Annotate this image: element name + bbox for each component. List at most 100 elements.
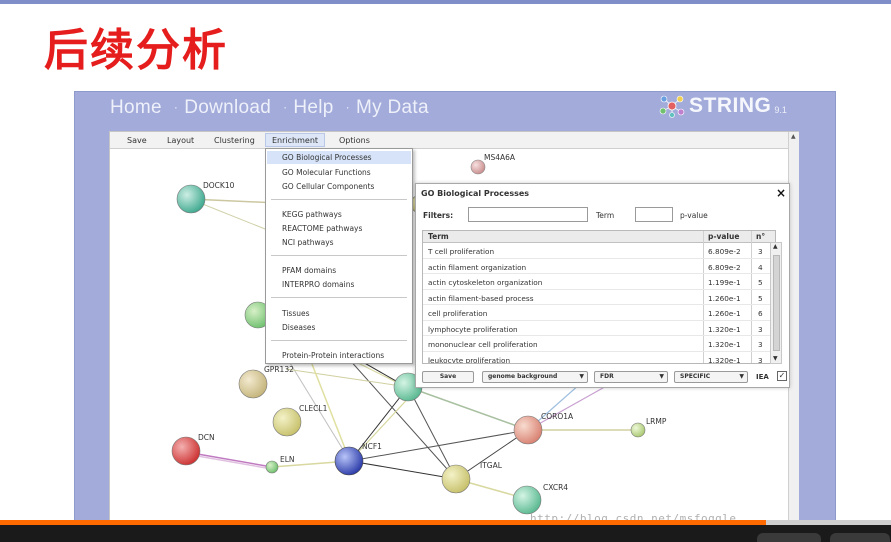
nav-download[interactable]: Download [184, 97, 272, 118]
node-coro1a [513, 415, 543, 445]
enrichment-dropdown-menu: GO Biological Processes GO Molecular Fun… [265, 148, 413, 364]
node-label-coro1a: CORO1A [541, 412, 574, 421]
cell-term: actin filament-based process [428, 293, 534, 303]
table-header: Term p-value n° [423, 231, 775, 243]
term-filter-input[interactable] [468, 207, 588, 222]
chevron-down-icon: ▼ [579, 373, 584, 380]
nav-separator: · [173, 100, 179, 114]
scroll-down-icon[interactable]: ▼ [773, 355, 778, 362]
menu-go-cellular-components[interactable]: GO Cellular Components [282, 182, 375, 191]
menu-protein-protein-interactions[interactable]: Protein-Protein interactions [282, 351, 385, 360]
menu-nci-pathways[interactable]: NCI pathways [282, 238, 334, 247]
scroll-thumb[interactable] [773, 255, 780, 351]
network-nodes[interactable] [171, 159, 646, 515]
node-label-eln: ELN [280, 455, 295, 464]
panel-title: GO Biological Processes [421, 189, 530, 198]
string-network-icon [659, 95, 685, 118]
menu-diseases[interactable]: Diseases [282, 323, 316, 332]
mode-select[interactable]: SPECIFIC▼ [674, 371, 748, 383]
cell-n: 5 [758, 293, 763, 303]
top-nav: Home·Download·Help·My Data [110, 97, 435, 119]
cell-pvalue: 1.320e-1 [708, 324, 741, 334]
cell-n: 3 [758, 340, 763, 349]
cell-n: 6 [758, 309, 763, 318]
video-player-bar [0, 525, 891, 542]
network-toolbar: Save Layout Clustering Enrichment Option… [110, 132, 788, 149]
toolbar-enrichment[interactable]: Enrichment [265, 133, 326, 147]
nav-home[interactable]: Home [110, 97, 162, 118]
close-icon[interactable]: × [776, 186, 787, 200]
cell-term: actin filament organization [428, 262, 527, 272]
pvalue-filter-input[interactable] [635, 207, 673, 222]
node-lrmp [630, 422, 646, 438]
scroll-up-icon[interactable]: ▲ [791, 133, 796, 140]
menu-go-biological-processes[interactable]: GO Biological Processes [267, 151, 411, 164]
cell-pvalue: 1.320e-1 [708, 340, 741, 349]
col-n[interactable]: n° [756, 232, 766, 241]
menu-tissues[interactable]: Tissues [282, 309, 310, 318]
player-button[interactable] [757, 533, 821, 542]
node-ms4a6a [470, 159, 486, 175]
menu-pfam-domains[interactable]: PFAM domains [282, 266, 337, 275]
menu-interpro-domains[interactable]: INTERPRO domains [282, 280, 355, 289]
menu-reactome-pathways[interactable]: REACTOME pathways [282, 224, 363, 233]
node-label-clecl1: CLECL1 [299, 404, 328, 413]
cell-n: 3 [758, 355, 763, 364]
table-row[interactable]: cell proliferation 1.260e-1 6 [423, 305, 775, 321]
menu-go-molecular-functions[interactable]: GO Molecular Functions [282, 168, 371, 177]
term-label: Term [596, 211, 615, 220]
nav-help[interactable]: Help [293, 97, 334, 118]
background-select-value: genome background [488, 373, 558, 380]
col-term[interactable]: Term [428, 232, 449, 241]
toolbar-layout[interactable]: Layout [167, 136, 195, 145]
player-button[interactable] [830, 533, 890, 542]
node-cxcr4 [512, 485, 542, 515]
network-graph[interactable] [110, 149, 788, 527]
table-row[interactable]: lymphocyte proliferation 1.320e-1 3 [423, 321, 775, 336]
nav-my-data[interactable]: My Data [355, 97, 429, 118]
node-label-gpr132: GPR132 [264, 365, 294, 374]
mode-select-value: SPECIFIC [680, 373, 711, 380]
toolbar-save[interactable]: Save [127, 136, 147, 145]
table-row[interactable]: mononuclear cell proliferation 1.320e-1 3 [423, 336, 775, 352]
cell-term: actin cytoskeleton organization [428, 278, 543, 287]
cell-pvalue: 1.199e-1 [708, 278, 741, 287]
table-scrollbar[interactable]: ▲ ▼ [770, 242, 782, 364]
menu-separator [271, 199, 407, 200]
node-gpr132 [238, 369, 268, 399]
cell-n: 3 [758, 324, 763, 334]
cell-term: cell proliferation [428, 309, 488, 318]
slide-title: 后续分析 [44, 25, 228, 76]
correction-select-value: FDR [600, 373, 614, 380]
chevron-down-icon: ▼ [659, 373, 664, 380]
background-select[interactable]: genome background ▼ [482, 371, 588, 383]
logo-version: 9.1 [774, 105, 787, 115]
panel-save-button[interactable]: Save [422, 371, 474, 383]
col-pvalue[interactable]: p-value [708, 232, 740, 241]
cell-term: leukocyte proliferation [428, 355, 511, 364]
string-logo[interactable]: STRING 9.1 [659, 94, 787, 118]
cell-pvalue: 6.809e-2 [708, 247, 741, 256]
logo-text: STRING [689, 94, 772, 117]
cell-pvalue: 6.809e-2 [708, 262, 741, 272]
cell-pvalue: 1.260e-1 [708, 309, 741, 318]
node-dcn [171, 436, 201, 466]
menu-kegg-pathways[interactable]: KEGG pathways [282, 210, 342, 219]
panel-controls: Save genome background▼ FDR▼ SPECIFIC▼ I… [422, 371, 788, 385]
correction-select[interactable]: FDR ▼ [594, 371, 668, 383]
menu-separator [271, 340, 407, 341]
scroll-up-icon[interactable]: ▲ [773, 243, 778, 250]
toolbar-options[interactable]: Options [339, 136, 370, 145]
node-label-cxcr4: CXCR4 [543, 483, 569, 492]
cell-term: lymphocyte proliferation [428, 324, 518, 334]
filters-label: Filters: [423, 211, 454, 220]
cell-term: mononuclear cell proliferation [428, 340, 538, 349]
iea-checkbox[interactable]: ✓ [777, 371, 787, 381]
toolbar-clustering[interactable]: Clustering [214, 136, 255, 145]
